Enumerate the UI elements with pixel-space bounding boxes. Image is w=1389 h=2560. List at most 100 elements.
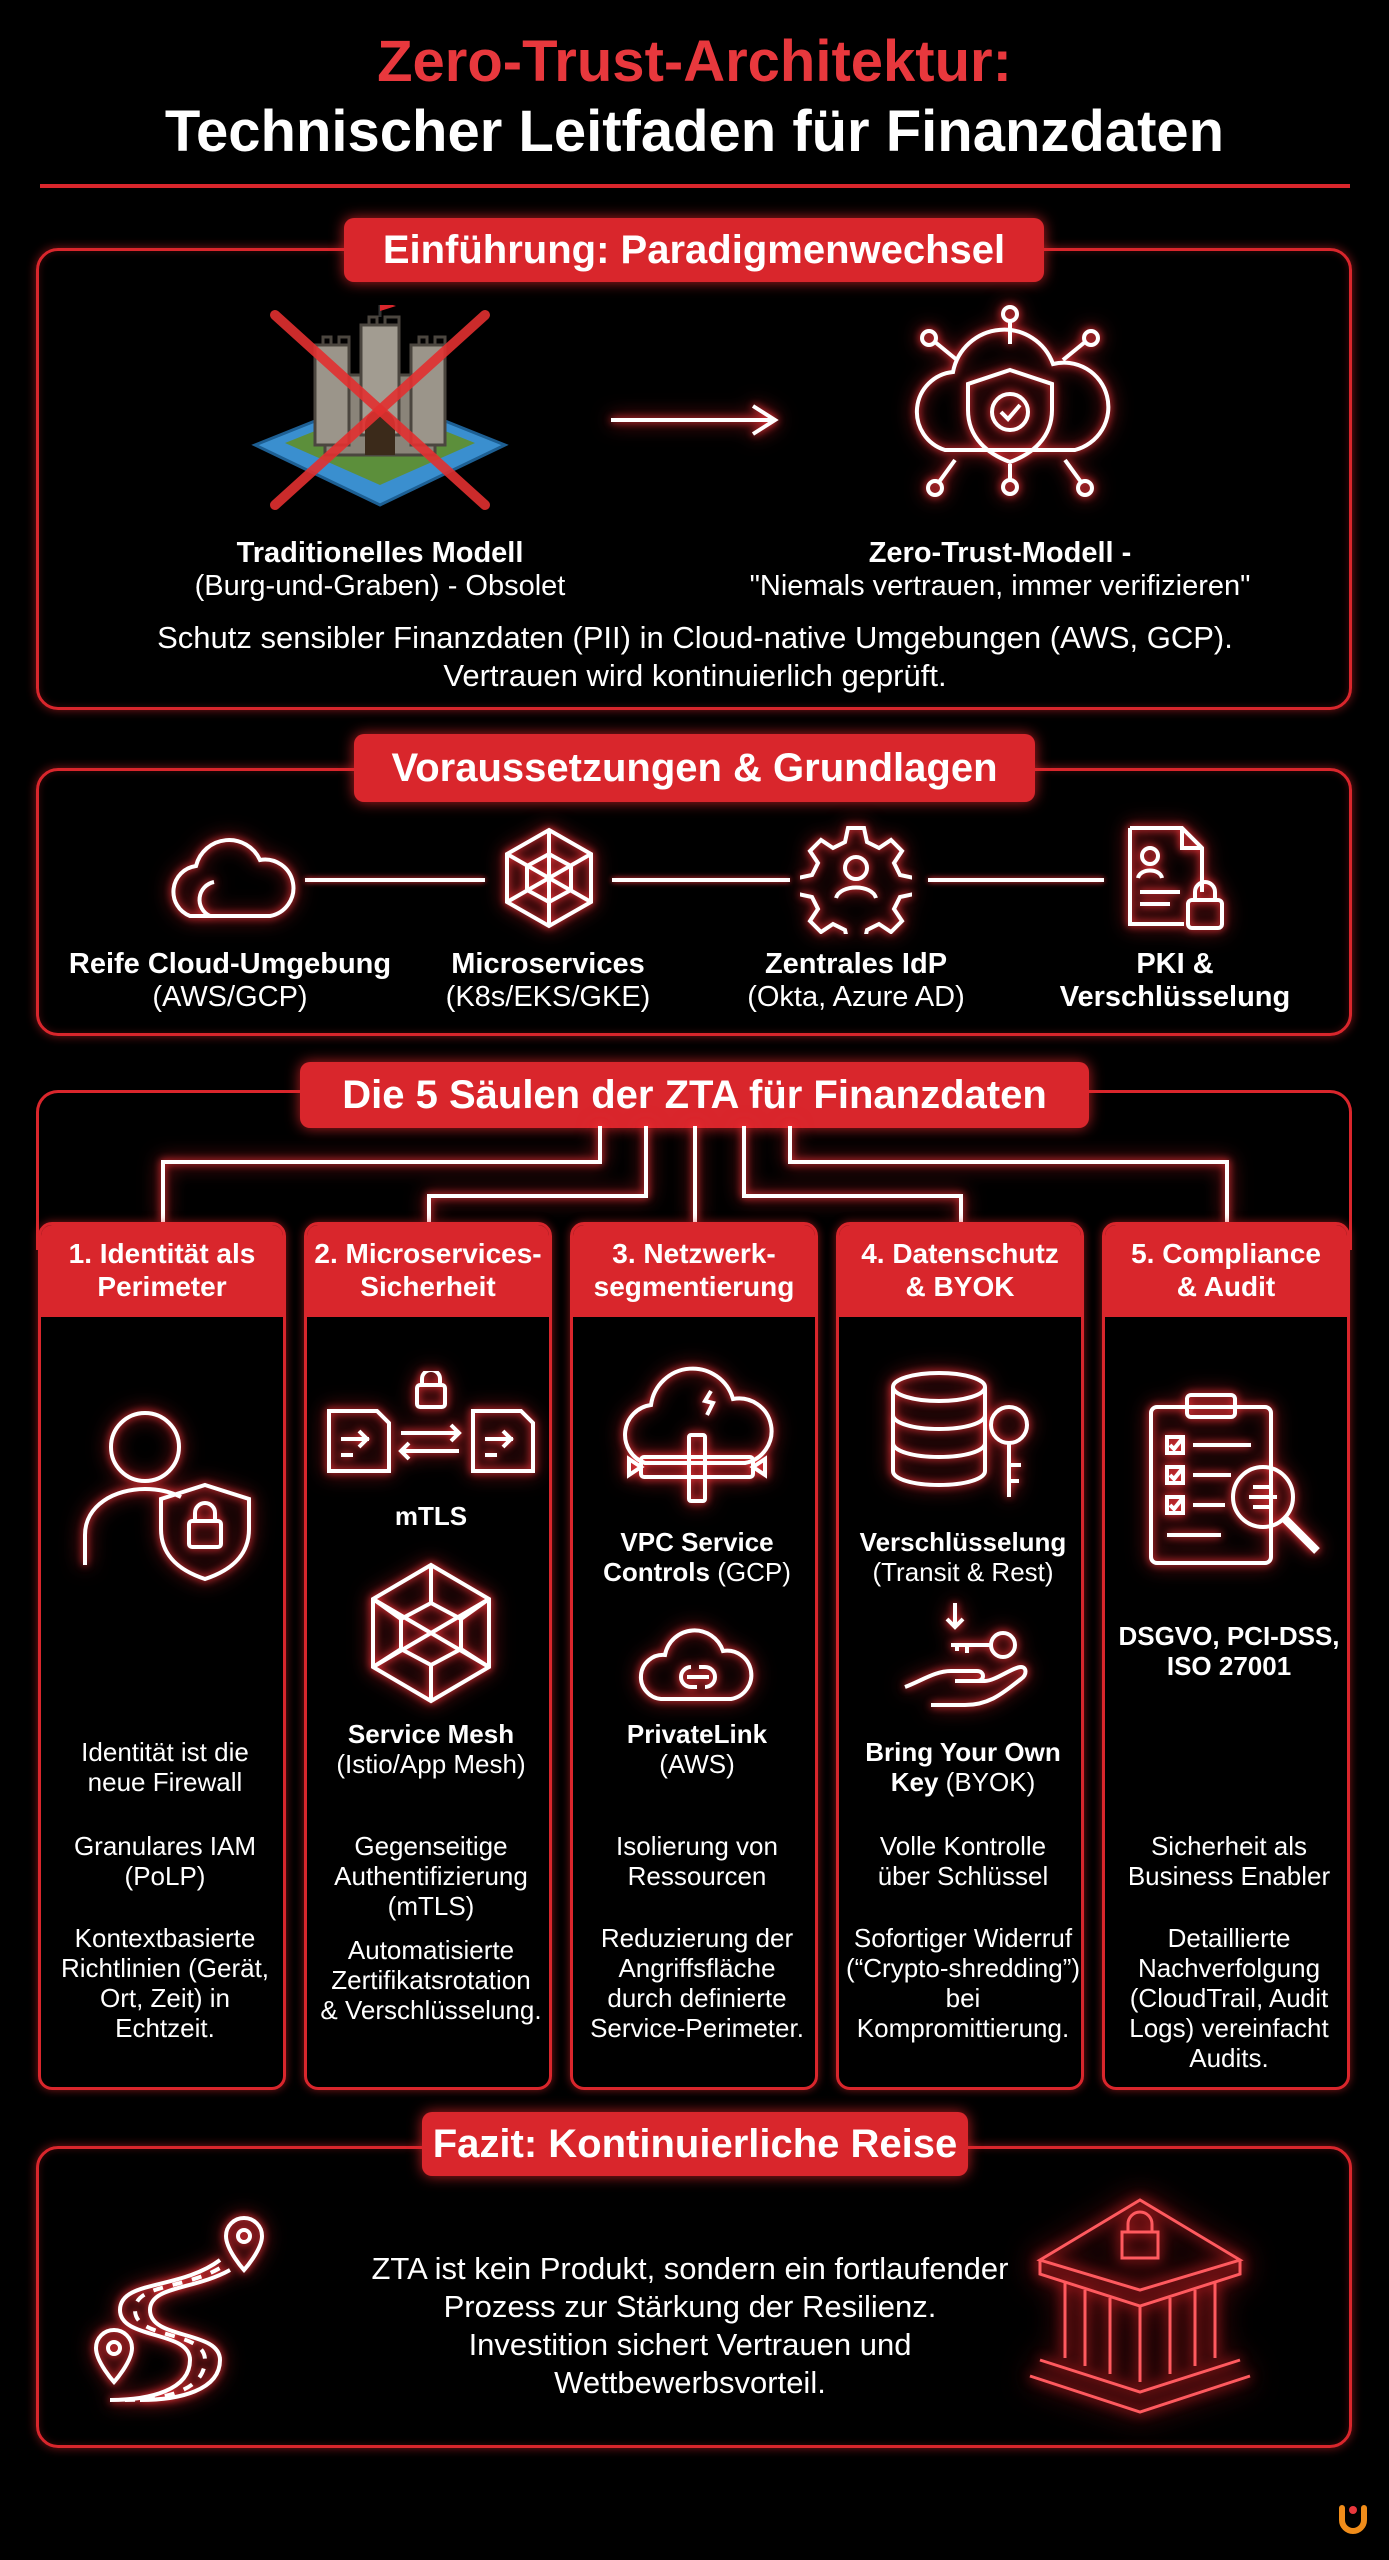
mtls-exchange-icon — [327, 1371, 535, 1473]
arrow-right-icon — [611, 404, 779, 436]
pillar-compliance-text-7: Audits. — [1189, 2043, 1269, 2073]
pillar-data-protection-header: 4. Datenschutz & BYOK — [839, 1225, 1081, 1317]
pillar-identity-text-8: Echtzeit. — [115, 2013, 215, 2043]
pillar-data-protection-text-5: bei — [945, 1983, 981, 2013]
encryption-subtitle: (Transit & Rest) — [872, 1557, 1054, 1587]
pillar-network-text-5: durch definierte — [607, 1983, 787, 2013]
castle-icon — [251, 305, 509, 510]
title-line-2: Technischer Leitfaden für Finanzdaten — [164, 99, 1225, 164]
service-mesh-icon — [371, 1562, 491, 1704]
prereq-pki-sub: Verschlüsselung — [1059, 981, 1291, 1013]
conclusion-header: Fazit: Kontinuierliche Reise — [422, 2112, 968, 2176]
pillar-network-text-3: Reduzierung der — [600, 1923, 794, 1953]
pillars-header: Die 5 Säulen der ZTA für Finanzdaten — [300, 1062, 1089, 1128]
prereq-connector — [612, 878, 790, 882]
pillar-network-text-2: Ressourcen — [627, 1861, 767, 1891]
traditional-model-subtitle: (Burg-und-Graben) - Obsolet — [194, 570, 566, 602]
prereq-connector — [305, 878, 485, 882]
intro-description-line-2: Vertrauen wird kontinuierlich geprüft. — [443, 658, 947, 693]
pillar-identity-text-2: neue Firewall — [87, 1767, 243, 1797]
encryption-title: Verschlüsselung — [859, 1527, 1067, 1557]
pillar-compliance-text-6: Logs) vereinfacht — [1129, 2013, 1329, 2043]
pillar-microservices: 2. Microservices- Sicherheit mTLS Servic… — [304, 1222, 552, 2090]
prereq-idp-title: Zentrales IdP — [764, 948, 948, 980]
user-shield-icon — [83, 1411, 251, 1582]
bank-lock-icon — [1029, 2198, 1251, 2414]
pillar-data-protection-text-1: Volle Kontrolle — [879, 1831, 1047, 1861]
pillar-microservices-text-6: & Verschlüsselung. — [320, 1995, 542, 2025]
pillar-identity-text-7: Ort, Zeit) in — [99, 1983, 230, 2013]
prereq-connector — [928, 878, 1104, 882]
title-line-1: Zero-Trust-Architektur: — [377, 29, 1012, 94]
hand-key-icon — [904, 1603, 1028, 1707]
clipboard-magnifier-icon — [1149, 1393, 1320, 1565]
pillar-data-protection-text-4: (“Crypto-shredding”) — [845, 1953, 1081, 1983]
pillar-microservices-text-5: Zertifikatsrotation — [331, 1965, 531, 1995]
pillar-identity-text-5: Kontextbasierte — [74, 1923, 256, 1953]
pillar-identity-text-3: Granulares IAM — [73, 1831, 257, 1861]
pillar-identity-text-1: Identität ist die — [81, 1737, 249, 1767]
pillar-data-protection-text-6: Kompromittierung. — [856, 2013, 1070, 2043]
prereq-pki-title: PKI & — [1136, 948, 1214, 980]
prereq-microservices-sub: (K8s/EKS/GKE) — [445, 981, 651, 1013]
vpc-service-title: VPC Service — [620, 1527, 774, 1557]
traditional-model-title: Traditionelles Modell — [236, 537, 524, 569]
pillar-network-text-6: Service-Perimeter. — [590, 2013, 804, 2043]
byok-key: Key (BYOK) — [890, 1767, 1036, 1797]
pillar-compliance-text-2: Business Enabler — [1127, 1861, 1331, 1891]
privatelink-title: PrivateLink — [626, 1719, 768, 1749]
conclusion-line-2: Prozess zur Stärkung der Resilienz. — [443, 2289, 937, 2324]
prereq-microservices-title: Microservices — [451, 948, 645, 980]
private-cloud-icon — [638, 1628, 754, 1701]
cloud-icon — [171, 838, 296, 918]
database-key-icon — [891, 1371, 1029, 1497]
pillar-identity-text-6: Richtlinien (Gerät, — [60, 1953, 270, 1983]
conclusion-line-4: Wettbewerbsvorteil. — [554, 2365, 826, 2400]
pillar-microservices-text-1: Gegenseitige — [354, 1831, 508, 1861]
pillar-compliance-text-1: Sicherheit als — [1150, 1831, 1308, 1861]
pillar-identity-text-4: (PoLP) — [124, 1861, 206, 1891]
pillar-microservices-text-2: Authentifizierung — [334, 1861, 528, 1891]
prerequisites-header: Voraussetzungen & Grundlagen — [354, 734, 1035, 802]
pillar-compliance-header: 5. Compliance & Audit — [1105, 1225, 1347, 1317]
pillar-network: 3. Netzwerk- segmentierung VPC Service C… — [570, 1222, 818, 2090]
zero-trust-model-title: Zero-Trust-Modell - — [868, 537, 1132, 569]
title-divider — [40, 184, 1350, 188]
pillar-microservices-text-3: (mTLS) — [387, 1891, 475, 1921]
pillar-identity-header: 1. Identität als Perimeter — [41, 1225, 283, 1317]
service-mesh-subtitle: (Istio/App Mesh) — [336, 1749, 526, 1779]
pillar-network-text-1: Isolierung von — [616, 1831, 778, 1861]
pillar-network-header: 3. Netzwerk- segmentierung — [573, 1225, 815, 1317]
vpc-service-controls: Controls (GCP) — [603, 1557, 791, 1587]
pillar-network-text-4: Angriffsfläche — [618, 1953, 776, 1983]
pillar-compliance-text-4: Nachverfolgung — [1137, 1953, 1321, 1983]
network-icon — [505, 827, 593, 929]
zero-trust-model-subtitle: "Niemals vertrauen, immer verifizieren" — [749, 570, 1251, 602]
prereq-cloud-sub: (AWS/GCP) — [152, 981, 308, 1013]
conclusion-line-1: ZTA ist kein Produkt, sondern ein fortla… — [371, 2251, 1009, 2286]
intro-header: Einführung: Paradigmenwechsel — [344, 218, 1044, 282]
brand-logo-icon — [1339, 2505, 1367, 2534]
byok-title: Bring Your Own — [865, 1737, 1061, 1767]
pillar-data-protection-text-3: Sofortiger Widerruf — [853, 1923, 1073, 1953]
intro-description-line-1: Schutz sensibler Finanzdaten (PII) in Cl… — [157, 620, 1233, 655]
page-title: Zero-Trust-Architektur: Technischer Leit… — [0, 28, 1389, 168]
pillar-identity: 1. Identität als Perimeter Identität ist… — [38, 1222, 286, 2090]
pillar-data-protection-text-2: über Schlüssel — [877, 1861, 1049, 1891]
document-lock-icon — [1128, 826, 1224, 930]
pillar-compliance-text-3: Detaillierte — [1167, 1923, 1291, 1953]
pillar-data-protection: 4. Datenschutz & BYOK Verschlüsselung (T… — [836, 1222, 1084, 2090]
mtls-label: mTLS — [394, 1501, 468, 1531]
service-mesh-title: Service Mesh — [347, 1719, 515, 1749]
prereq-idp-sub: (Okta, Azure AD) — [747, 981, 965, 1013]
winding-road-icon — [93, 2215, 265, 2402]
pillar-connectors — [161, 1126, 1229, 1222]
compliance-standards-1: DSGVO, PCI-DSS, — [1118, 1621, 1340, 1651]
gear-user-icon — [800, 826, 912, 934]
conclusion-line-3: Investition sichert Vertrauen und — [468, 2327, 912, 2362]
prereq-cloud-title: Reife Cloud-Umgebung — [68, 948, 392, 980]
privatelink-subtitle: (AWS) — [659, 1749, 735, 1779]
pillar-microservices-text-4: Automatisierte — [347, 1935, 515, 1965]
pillar-compliance-text-5: (CloudTrail, Audit — [1129, 1983, 1329, 2013]
cloud-shield-icon — [914, 305, 1111, 497]
